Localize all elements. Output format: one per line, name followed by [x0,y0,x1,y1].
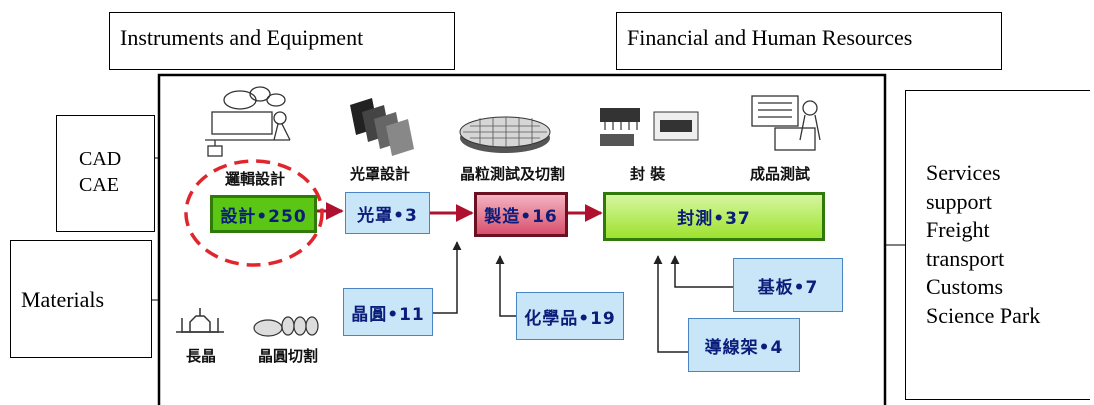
substrate-supply-box: 基板•7 [733,258,843,312]
packaging-test-box: 封測•37 [603,192,825,241]
wafer-icon [459,116,551,153]
instruments-equipment-box: Instruments and Equipment [109,12,455,70]
manufacturing-box: 製造•16 [474,192,568,237]
services-list: Services support Freight transport Custo… [926,159,1040,330]
services-line: Services [926,160,1001,185]
cad-cae-box: CAD CAE [56,115,155,232]
services-line: Science Park [926,302,1041,328]
chemicals-supply-label: 化學品•19 [524,308,616,329]
ic-package-icon [600,108,699,146]
crystal-growth-label: 長晶 [186,347,217,365]
logic-design-label: 邏輯設計 [225,170,286,188]
leadframe-supply-label: 導線架•4 [704,337,784,358]
leadframe-supply-box: 導線架•4 [688,318,800,372]
mask-box-label: 光罩•3 [357,205,418,226]
wafer-slicing-label: 晶圓切割 [258,347,319,365]
services-line: Customs [926,274,1004,299]
final-test-label: 成品測試 [750,165,811,183]
wafer-slicing-icon [253,316,319,337]
cae-label: CAE [79,174,119,196]
financial-human-resources-box: Financial and Human Resources [616,12,1002,70]
services-line: support [926,188,992,214]
substrate-supply-label: 基板•7 [757,277,819,298]
crystal-growth-icon [176,308,224,333]
instruments-equipment-label: Instruments and Equipment [120,25,364,50]
packaging-test-box-label: 封測•37 [677,209,751,229]
chemicals-supply-box: 化學品•19 [516,292,624,340]
wafer-supply-label: 晶圓•11 [351,304,425,325]
financial-human-resources-label: Financial and Human Resources [627,25,913,50]
wafer-test-dicing-label: 晶粒測試及切割 [460,165,566,183]
photomask-icon [350,98,414,156]
cad-label: CAD [79,148,122,170]
services-line: Freight [926,217,990,242]
design-box: 設計•250 [210,195,317,233]
services-box: Services support Freight transport Custo… [905,90,1090,400]
test-station-icon [751,95,821,151]
packaging-label: 封 裝 [630,165,666,183]
materials-box: Materials [10,240,152,358]
mask-design-label: 光罩設計 [350,165,411,183]
design-box-label: 設計•250 [220,206,307,227]
mask-box: 光罩•3 [345,192,430,234]
services-line: transport [926,245,1005,271]
materials-label: Materials [21,287,105,312]
manufacturing-box-label: 製造•16 [484,207,558,227]
engineer-desk-icon [205,86,291,157]
wafer-supply-box: 晶圓•11 [343,288,433,336]
design-highlight-ellipse [184,159,324,267]
